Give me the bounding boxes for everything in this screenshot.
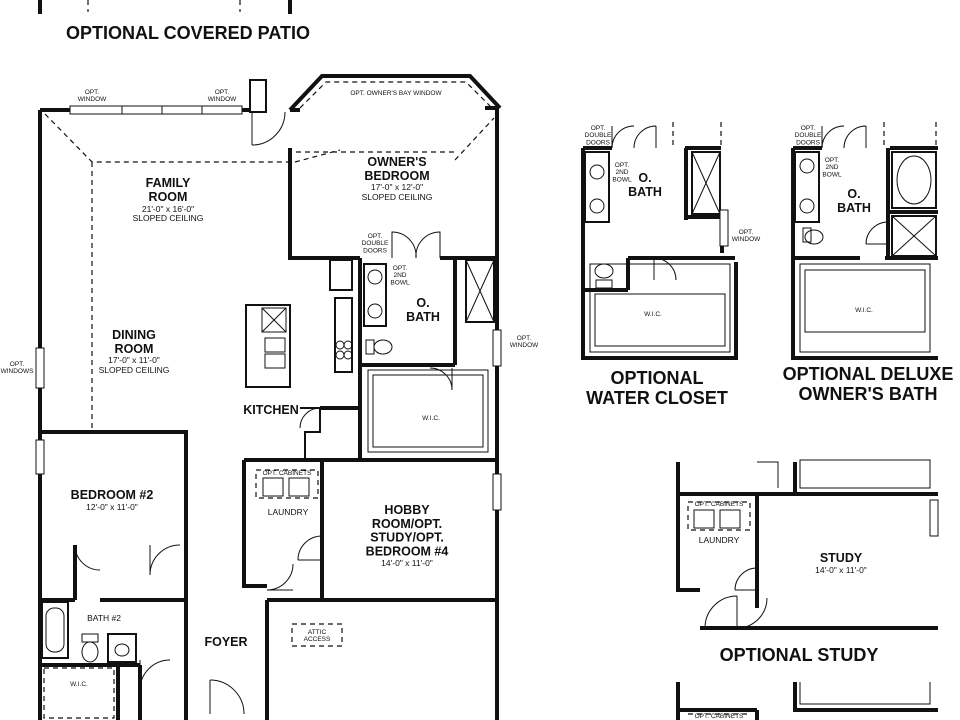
study-name: STUDY bbox=[820, 551, 863, 565]
opt-windows-label: OPT.WINDOWS bbox=[1, 361, 35, 375]
opt-cabinets-label: OPT. CABINETS bbox=[263, 470, 312, 477]
patio-door bbox=[249, 79, 286, 146]
owners-bath-name: O.BATH bbox=[406, 296, 440, 324]
owners-wic-name: W.I.C. bbox=[422, 415, 440, 422]
laundry-name: LAUNDRY bbox=[268, 507, 309, 517]
opt-window-label-1: OPT.WINDOW bbox=[78, 89, 107, 103]
foyer-name: FOYER bbox=[204, 635, 247, 649]
opt-window-label-2: OPT.WINDOW bbox=[208, 89, 237, 103]
owners-bay-window: OPT. OWNER'S BAY WINDOW bbox=[288, 74, 502, 112]
kitchen-island bbox=[245, 304, 291, 388]
ceiling-line bbox=[44, 113, 292, 432]
owners-bedroom-note: SLOPED CEILING bbox=[362, 192, 433, 202]
wc-wic-name: W.I.C. bbox=[644, 311, 662, 318]
owners-bedroom-dims: 17'-0" x 12'-0" bbox=[371, 182, 423, 192]
opt-window-label-3: OPT.WINDOW bbox=[510, 335, 539, 349]
main-plan: OPT.WINDOW OPT.WINDOW OPT. OWNER'S BAY W… bbox=[1, 74, 539, 720]
study-laundry-name: LAUNDRY bbox=[699, 535, 740, 545]
bath-2-name: BATH #2 bbox=[87, 613, 121, 623]
bath-2-wic-name: W.I.C. bbox=[70, 681, 88, 688]
kitchen-name: KITCHEN bbox=[243, 403, 299, 417]
owners-bedroom-wall bbox=[288, 148, 360, 260]
hobby-room-dims: 14'-0" x 11'-0" bbox=[381, 558, 433, 568]
family-room-note: SLOPED CEILING bbox=[133, 213, 204, 223]
dining-room-note: SLOPED CEILING bbox=[99, 365, 170, 375]
study-opt-cabinets-label-2: OPT. CABINETS bbox=[695, 713, 744, 720]
owners-wic bbox=[360, 367, 497, 462]
owners-bath-double-doors bbox=[391, 231, 441, 259]
covered-patio-section: OPTIONAL COVERED PATIO bbox=[38, 0, 310, 43]
wc-o-bath-name: O.BATH bbox=[628, 171, 662, 199]
kitchen bbox=[245, 259, 360, 461]
study-dims: 14'-0" x 11'-0" bbox=[815, 565, 867, 575]
covered-patio-heading: OPTIONAL COVERED PATIO bbox=[66, 23, 310, 43]
deluxe-o-bath-name: O.BATH bbox=[837, 187, 871, 215]
study-heading: OPTIONAL STUDY bbox=[720, 645, 879, 665]
north-windows bbox=[69, 105, 243, 115]
family-room-dims: 21'-0" x 16'-0" bbox=[142, 204, 194, 214]
bath-2 bbox=[40, 601, 171, 720]
bedroom-2-name: BEDROOM #2 bbox=[71, 488, 154, 502]
bay-window-label: OPT. OWNER'S BAY WINDOW bbox=[350, 90, 442, 97]
deluxe-wic-name: W.I.C. bbox=[855, 307, 873, 314]
study-opt-cabinets-label: OPT. CABINETS bbox=[695, 501, 744, 508]
bedroom-2-dims: 12'-0" x 11'-0" bbox=[86, 502, 138, 512]
wc-opt-window-label: OPT.WINDOW bbox=[732, 229, 761, 243]
study-option: OPT. CABINETS LAUNDRY STUDY 14'-0" x 11'… bbox=[676, 459, 939, 720]
dining-room-dims: 17'-0" x 11'-0" bbox=[108, 355, 160, 365]
bedroom-2 bbox=[35, 430, 188, 720]
laundry: OPT. CABINETS bbox=[242, 458, 497, 602]
